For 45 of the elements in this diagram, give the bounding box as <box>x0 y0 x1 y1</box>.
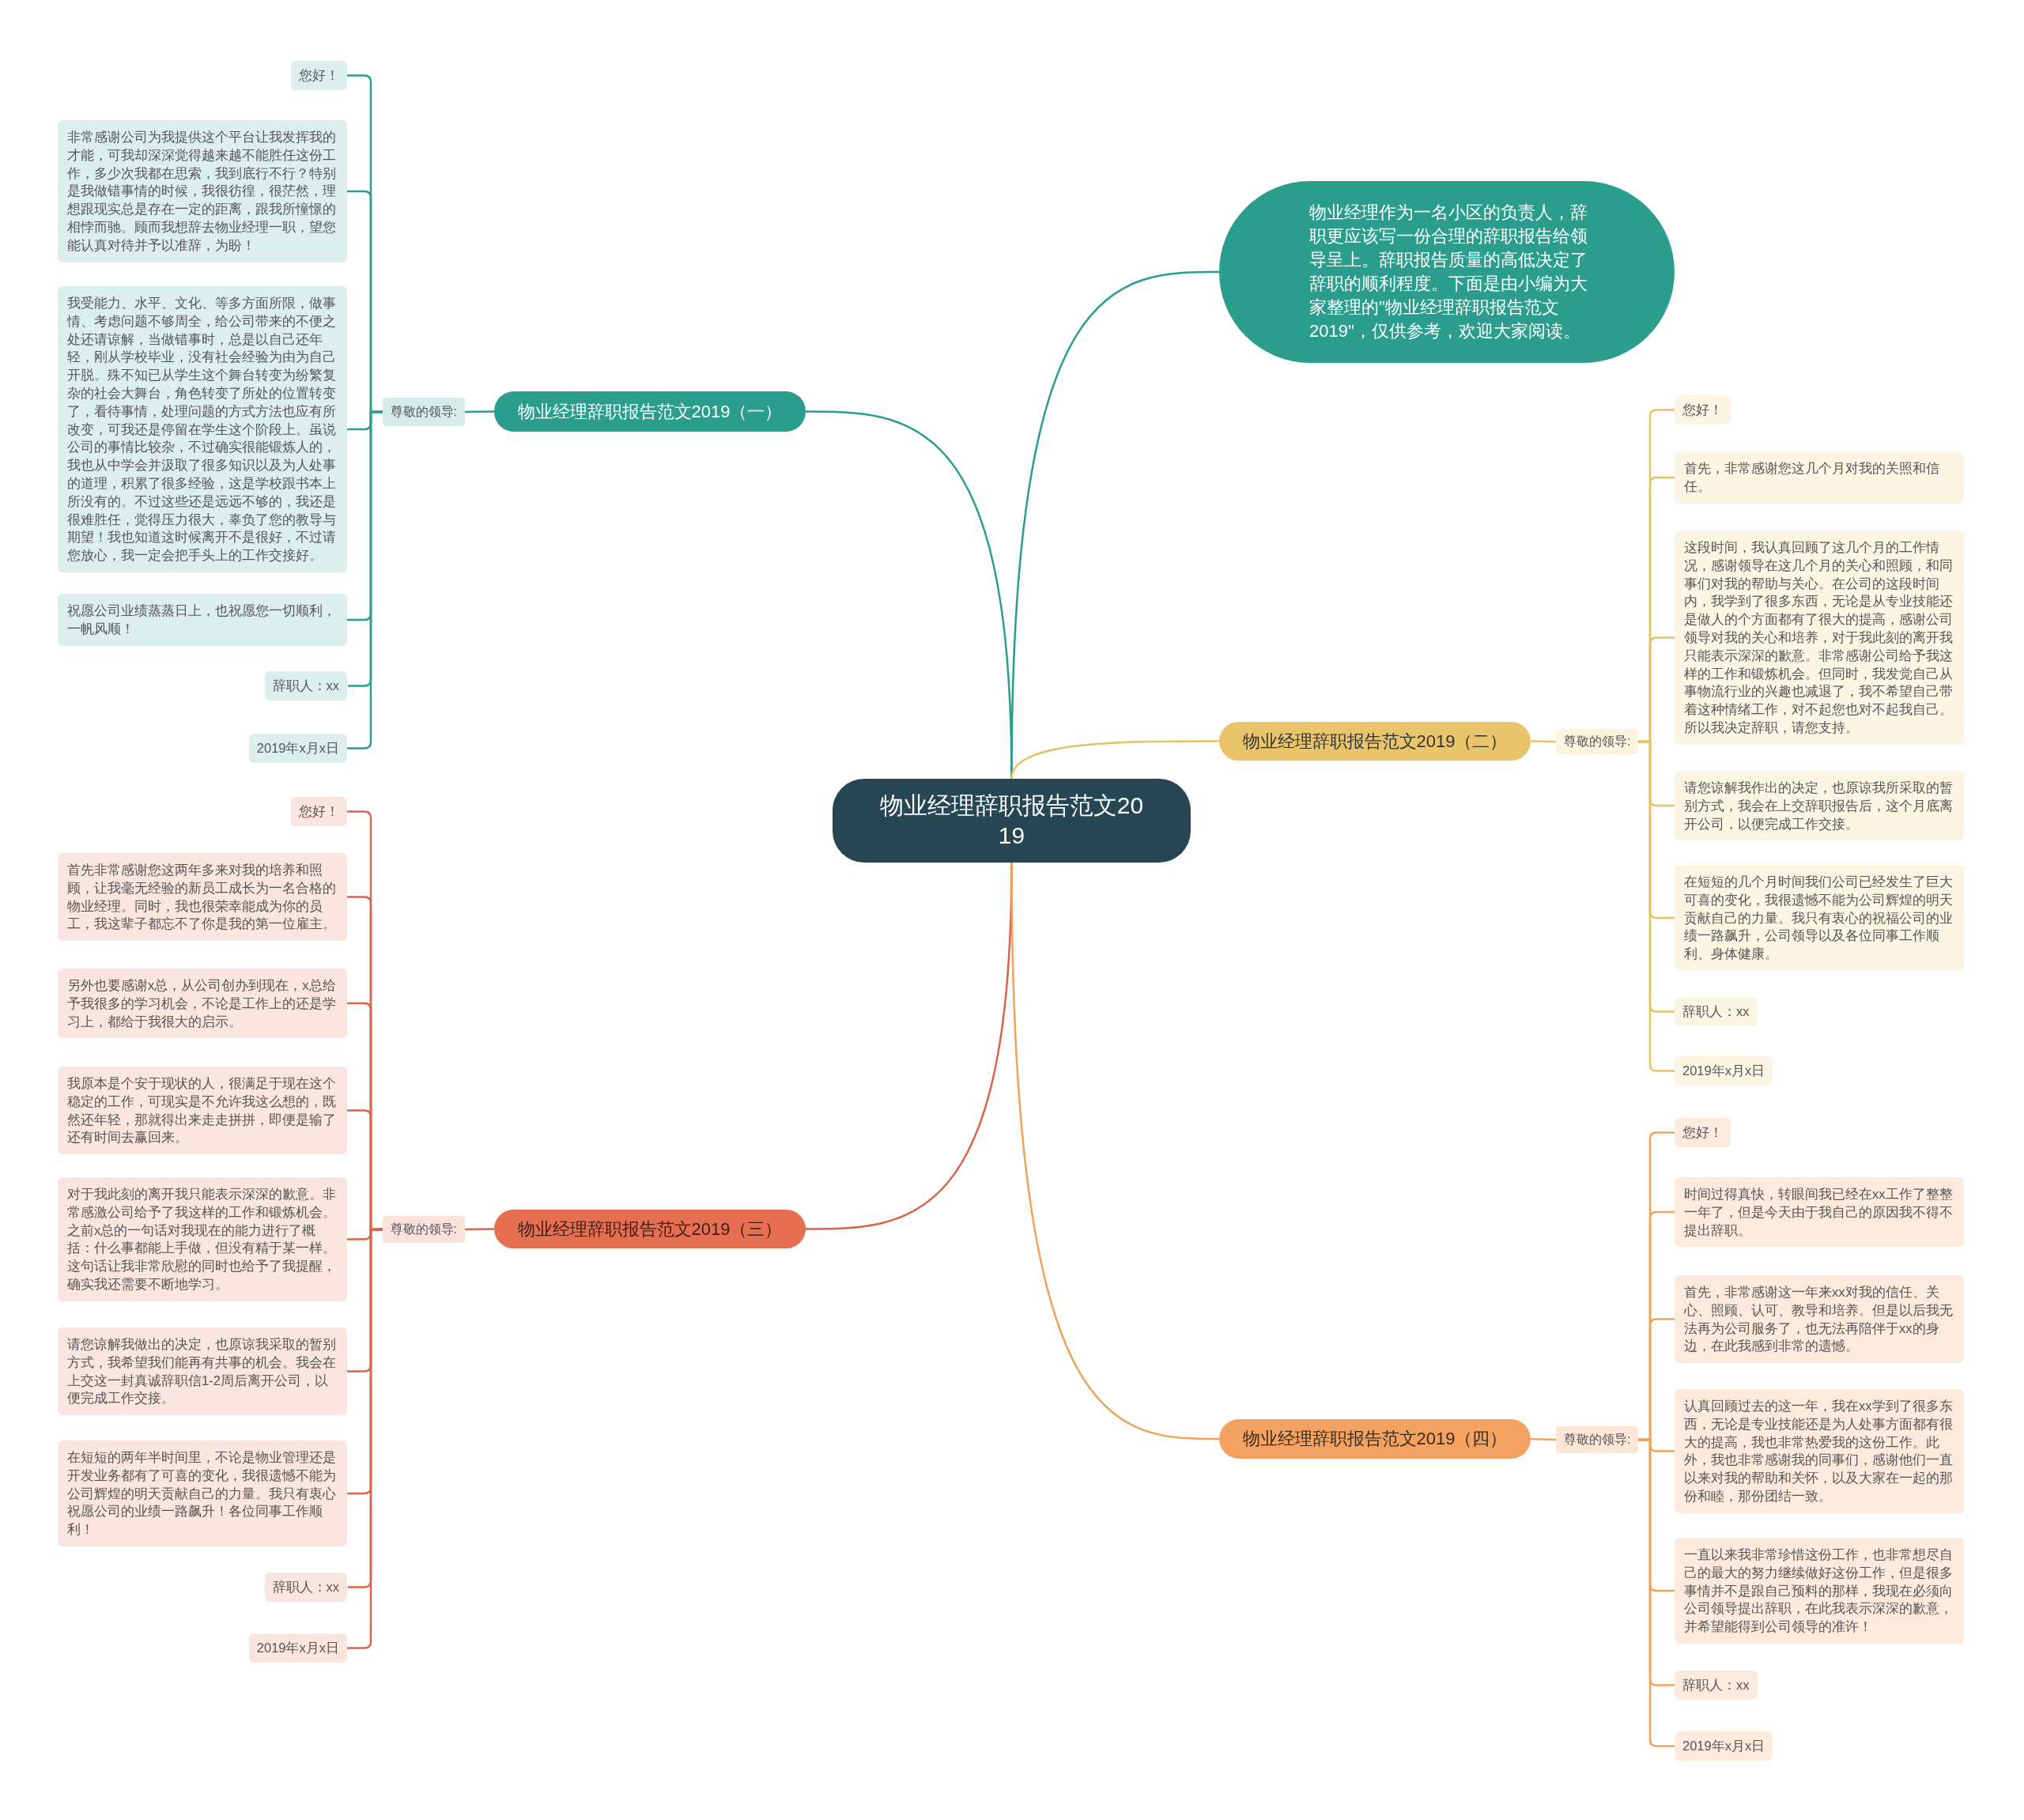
text-card: 我受能力、水平、文化、等多方面所限，做事情、考虑问题不够周全，给公司带来的不便之处还请谅解，当做错事时，总是以自己还年轻，刚从学校毕业，没有社会经验为由为自己开脱。殊不知已从学生这个舞台转变为纷繁复杂的社会大舞台，角色转变了所处的位置转变了，看待事情，处理问题的方式方法也应有所改变，可我还是停留在学生这个阶段上。虽说公司的事情比较杂，不过确实很能锻炼人的，我也从中学会并汲取了很多知识以及为人处事的道理，积累了很多经验，这是学校跟书本上所没有的。不过这些还是远远不够的，我还是很难胜任，觉得压力很大，辜负了您的教导与期望！我也知道这时候离开不是很好，不过请您放心，我一定会把手头上的工作交接好。 <box>58 286 347 572</box>
branch-topic-box: 物业经理辞职报告范文2019（三） <box>494 1210 806 1248</box>
text-card: 首先，非常感谢您这几个月对我的关照和信任。 <box>1675 451 1964 504</box>
text-card: 这段时间，我认真回顾了这几个月的工作情况，感谢领导在这几个月的关心和照顾，和同事们对我的帮助与关心。在公司的这段时间内，我学到了很多东西，无论是从专业技能还是做人的个方面都有了很大的提高，感谢公司领导对我的关心和培养，对于我此刻的离开我只能表示深深的歉意。非常感谢公司给予我这样的工作和锻炼机会。但同时，我发觉自己从事物流行业的兴趣也减退了，我不希望自己带着这种情绪工作，对不起您也对不起我自己。所以我决定辞职，请您支持。 <box>1675 531 1964 745</box>
branch-topic-box: 物业经理辞职报告范文2019（一） <box>494 391 806 432</box>
connector-line <box>465 1228 494 1231</box>
text-card: 请您谅解我做出的决定，也原谅我采取的暂别方式，我希望我们能再有共事的机会。我会在上交这一封真诚辞职信1-2周后离开公司，以便完成工作交接。 <box>58 1327 347 1416</box>
text-card: 您好！ <box>291 61 347 90</box>
connector-line <box>1010 863 1219 1441</box>
text-card: 您好！ <box>1675 1118 1731 1147</box>
connector-line <box>1530 740 1557 743</box>
text-card: 辞职人：xx <box>264 1573 347 1602</box>
text-card: 2019年x月x日 <box>248 734 347 763</box>
connector-line <box>1010 740 1219 780</box>
branch-topic-box: 物业经理辞职报告范文2019（二） <box>1219 722 1531 761</box>
text-card: 时间过得真快，转眼间我已经在xx工作了整整一年了，但是今天由于我自己的原因我不得不提出辞职。 <box>1675 1177 1964 1248</box>
text-card: 2019年x月x日 <box>1675 1731 1773 1761</box>
text-card: 辞职人：xx <box>1675 997 1758 1026</box>
text-card: 对于我此刻的离开我只能表示深深的歉意。非常感激公司给予了我这样的工作和锻炼机会。之前x总的一句话对我现在的能力进行了概括：什么事都能上手做，但没有精于某一样。这句话让我非常欣慰的同时也给予了我提醒，确实我还需要不断地学习。 <box>58 1177 347 1301</box>
connector-line <box>465 410 494 413</box>
salutation-tag: 尊敬的领导: <box>1556 729 1639 754</box>
text-card: 您好！ <box>291 797 347 826</box>
text-card: 首先，非常感谢这一年来xx对我的信任、关心、照顾、认可、教导和培养。但是以后我无法再为公司服务了，也无法再陪伴于xx的身边，在此我感到非常的遗憾。 <box>1675 1275 1964 1364</box>
text-card: 首先非常感谢您这两年多来对我的培养和照顾，让我毫无经验的新员工成长为一名合格的物业经理。同时，我也很荣幸能成为你的员工，我这辈子都忘不了你是我的第一位雇主。 <box>58 853 347 942</box>
salutation-tag: 尊敬的领导: <box>382 398 465 426</box>
text-card: 在短短的几个月时间我们公司已经发生了巨大可喜的变化，我很遗憾不能为公司辉煌的明天贡献自己的力量。我只有衷心的祝福公司的业绩一路飙升，公司领导以及各位同事工作顺利、身体健康。 <box>1675 865 1964 971</box>
text-card: 祝愿公司业绩蒸蒸日上，也祝愿您一切顺利，一帆风顺！ <box>58 594 347 646</box>
connector-line <box>1530 1437 1557 1441</box>
text-card: 2019年x月x日 <box>1675 1056 1773 1086</box>
text-card: 在短短的两年半时间里，不论是物业管理还是开发业务都有了可喜的变化，我很遗憾不能为公司辉煌的明天贡献自己的力量。我只有衷心祝愿公司的业绩一路飙升！各位同事工作顺利！ <box>58 1441 347 1546</box>
text-card: 另外也要感谢x总，从公司创办到现在，x总给予我很多的学习机会，不论是工作上的还是学习上，都给于我很大的启示。 <box>58 969 347 1039</box>
central-topic-box: 物业经理辞职报告范文2019 <box>833 779 1191 863</box>
text-card: 您好！ <box>1675 395 1731 425</box>
text-card: 我原本是个安于现状的人，很满足于现在这个稳定的工作，可现实是不允许我这么想的，既然还年轻，那就得出来走走拼拼，即便是输了还有时间去赢回来。 <box>58 1067 347 1155</box>
text-card: 一直以来我非常珍惜这份工作，也非常想尽自己的最大的努力继续做好这份工作，但是很多事情并不是跟自己预料的那样，我现在必须向公司领导提出辞职，在此我表示深深的歉意，并希望能得到公司领导的准许！ <box>1675 1538 1964 1644</box>
text-card: 辞职人：xx <box>264 671 347 700</box>
text-card: 辞职人：xx <box>1675 1671 1758 1700</box>
salutation-tag: 尊敬的领导: <box>382 1216 465 1243</box>
text-card: 请您谅解我作出的决定，也原谅我所采取的暂别方式，我会在上交辞职报告后，这个月底离开公司，以便完成工作交接。 <box>1675 771 1964 841</box>
branch-topic-box: 物业经理辞职报告范文2019（四） <box>1219 1419 1531 1459</box>
intro-bubble: 物业经理作为一名小区的负责人，辞职更应该写一份合理的辞职报告给领导呈上。辞职报告质量的高低决定了辞职的顺利程度。下面是由小编为大家整理的"物业经理辞职报告范文2019"，仅供参考，欢迎大家阅读。 <box>1219 181 1675 363</box>
text-card: 非常感谢公司为我提供这个平台让我发挥我的才能，可我却深深觉得越来越不能胜任这份工作，多少次我都在思索，我到底行不行？特别是我做错事情的时候，我很彷徨，很茫然，理想跟现实总是存在一定的距离，跟我所憧憬的相悖而驰。顾而我想辞去物业经理一职，望您能认真对待并予以准辞，为盼！ <box>58 120 347 262</box>
text-card: 认真回顾过去的这一年，我在xx学到了很多东西，无论是专业技能还是为人处事方面都有很大的提高，我也非常热爱我的这份工作。此外，我也非常感谢我的同事们，感谢他们一直以来对我的帮助和关怀，以及大家在一起的那份和睦，那份团结一致。 <box>1675 1389 1964 1513</box>
text-card: 2019年x月x日 <box>248 1633 347 1663</box>
salutation-tag: 尊敬的领导: <box>1556 1426 1639 1453</box>
